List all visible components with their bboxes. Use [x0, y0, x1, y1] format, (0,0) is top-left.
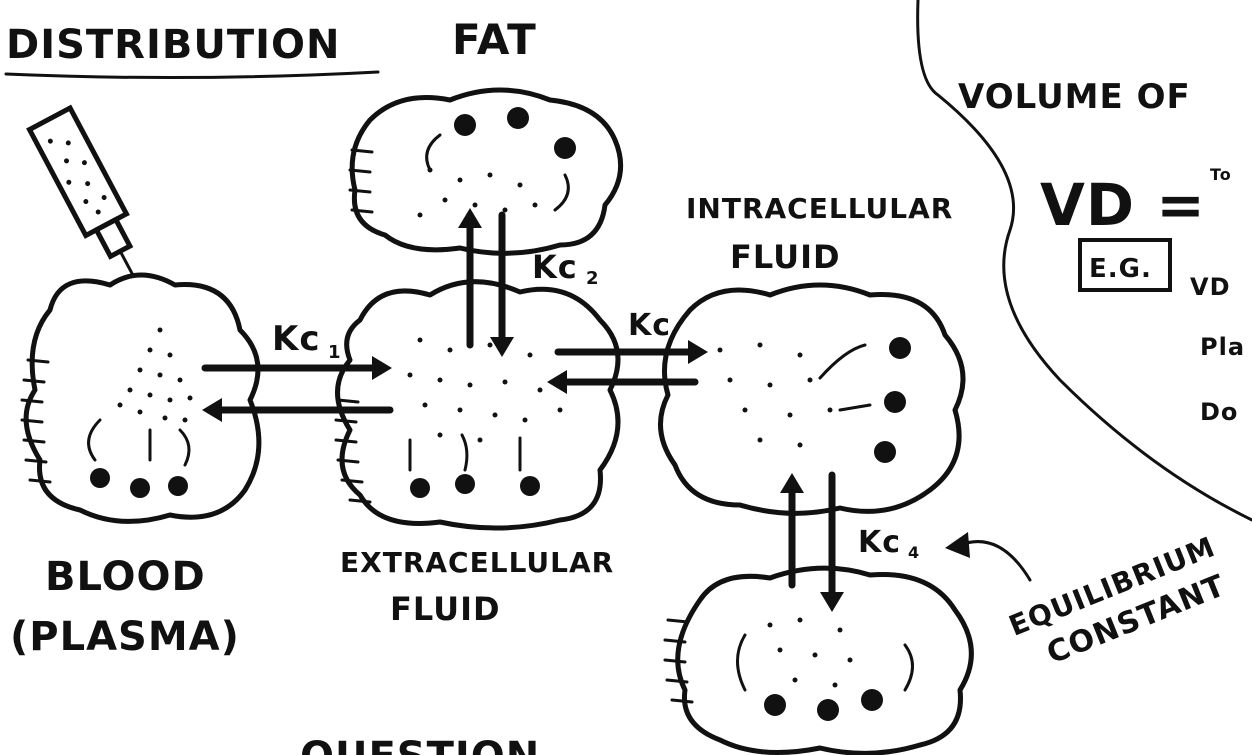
fraction-top: To [1210, 165, 1232, 184]
extracellular-label-line1: EXTRACELLULAR [340, 546, 614, 579]
volume-title: VOLUME OF [958, 77, 1191, 117]
extracellular-label-line2: FLUID [390, 590, 501, 628]
vd-formula: VD = [1040, 171, 1206, 239]
plasma-line: Pla [1200, 333, 1245, 361]
kc2-label: Kc [532, 248, 578, 286]
tissue-compartment [665, 568, 971, 753]
kc2-subscript: 2 [586, 268, 600, 289]
equilibrium-pointer-arrow [945, 532, 1030, 580]
intracellular-compartment [660, 285, 963, 513]
kc3-label: Kc [628, 308, 671, 343]
fat-compartment [350, 90, 621, 253]
equilibrium-constant-label: EQUILIBRIUM CONSTANT [1004, 530, 1235, 681]
blood-label-line1: BLOOD [45, 554, 206, 600]
kc4-subscript: 4 [908, 543, 920, 562]
distribution-title: DISTRIBUTION [6, 22, 340, 68]
intracellular-label-line1: INTRACELLULAR [686, 192, 953, 225]
dose-line: Do [1200, 398, 1238, 426]
eg-label: E.G. [1089, 254, 1152, 284]
volume-panel: VOLUME OF VD = To E.G. VD Pla Do [918, 0, 1252, 520]
extracellular-compartment [336, 282, 618, 528]
kc4-label: Kc [858, 525, 901, 560]
intracellular-label-line2: FLUID [730, 238, 841, 276]
vd-line: VD [1190, 273, 1231, 301]
blood-label-line2: (PLASMA) [10, 614, 240, 660]
title-underline [6, 72, 378, 78]
fat-label: FAT [452, 15, 537, 64]
kc1-label: Kc [272, 319, 321, 359]
kc1-subscript: 1 [328, 342, 342, 363]
footer-partial-text: QUESTION [300, 734, 540, 755]
blood-compartment [22, 275, 259, 521]
